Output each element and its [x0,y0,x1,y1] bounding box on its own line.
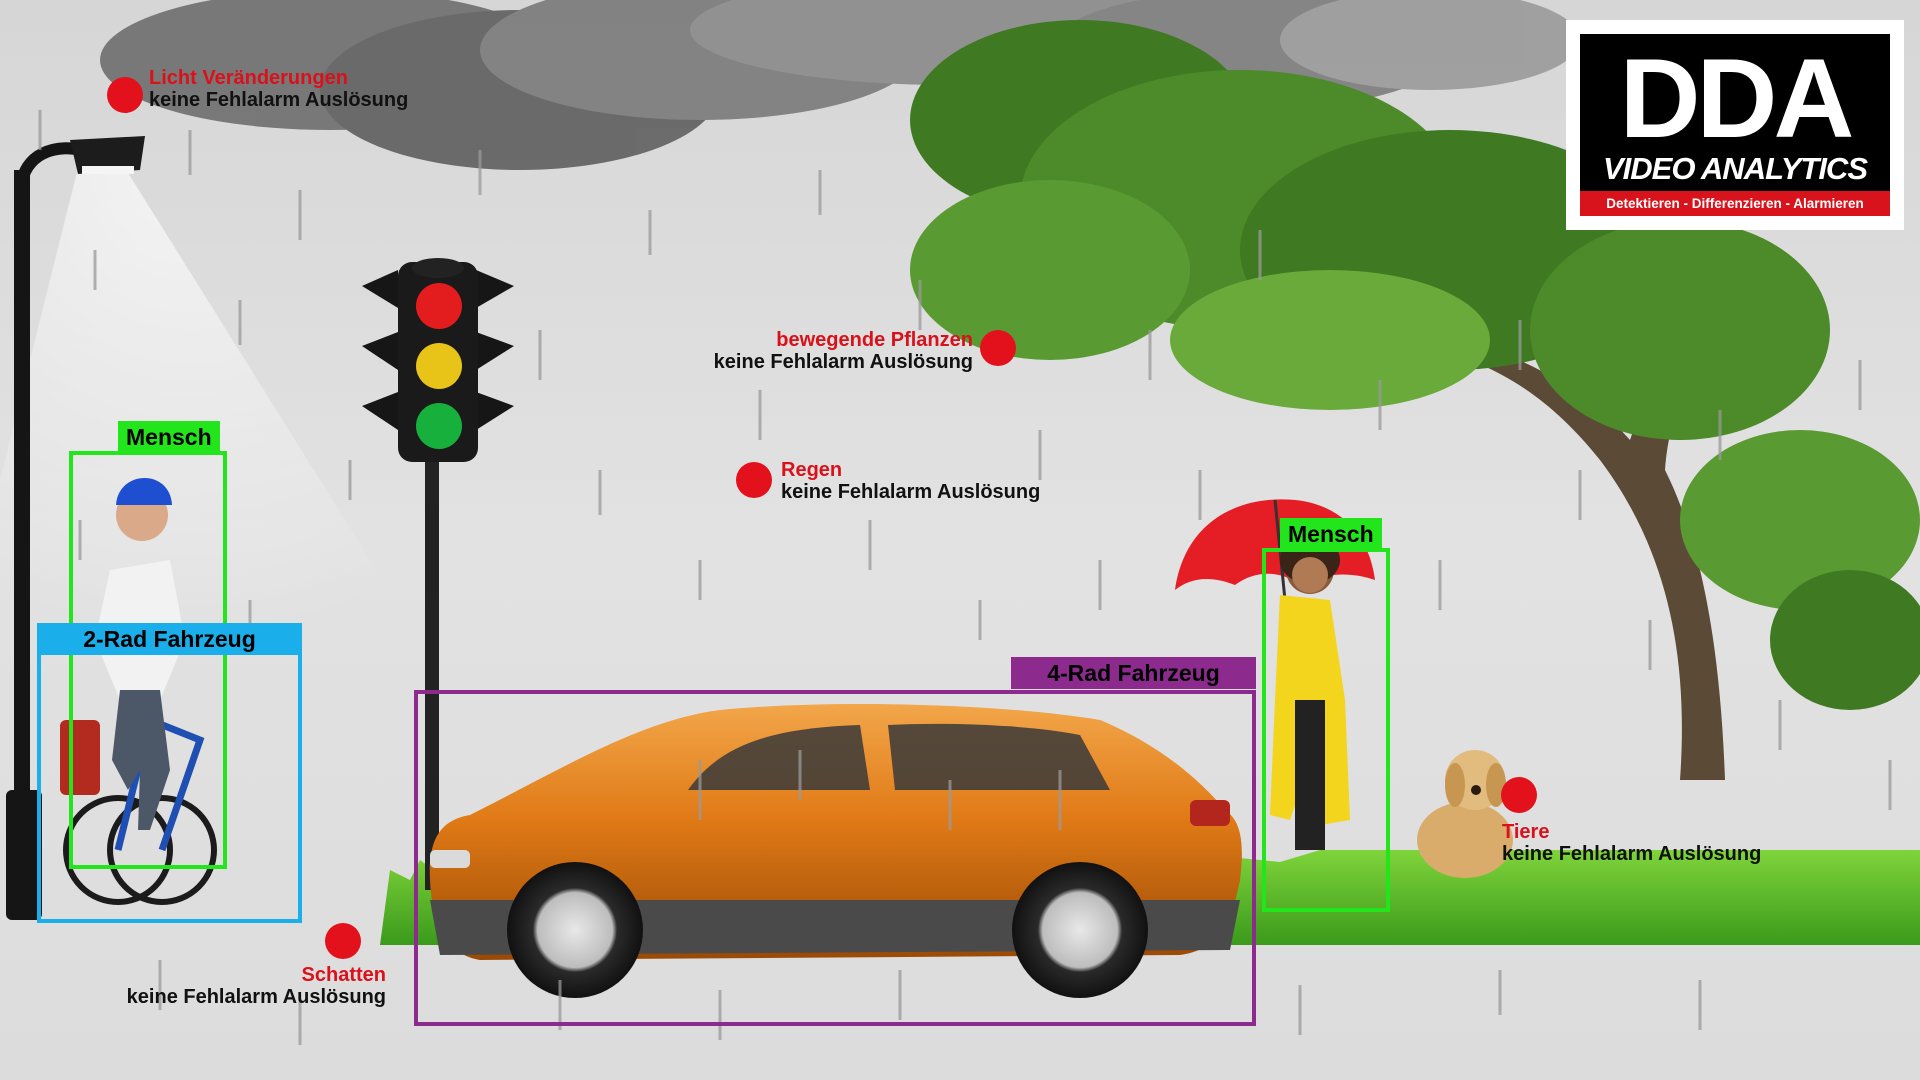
shadow-note-title: Schatten [301,964,386,986]
rain-dot [736,462,772,498]
animals-dot [1501,777,1537,813]
person-cyclist-box [69,451,227,869]
person-cyclist-label: Mensch [118,421,220,453]
logo-main-text: DDA [1619,36,1855,161]
plants-note-title: bewegende Pflanzen [776,329,973,351]
shadow-note: Schatten keine Fehlalarm Auslösung [80,964,386,1008]
tree-icon [910,20,1920,780]
woman-umbrella-icon [1175,499,1375,850]
two-wheel-box [37,647,302,923]
rain-note-title: Regen [781,459,843,481]
animals-note-text: keine Fehlalarm Auslösung [1502,843,1762,865]
animals-note: Tiere keine Fehlalarm Auslösung [1502,821,1761,865]
light-note-title: Licht Veränderungen [149,67,348,89]
rain [38,110,1892,1045]
rain-note-text: keine Fehlalarm Auslösung [781,481,1041,503]
plants-dot [980,330,1016,366]
logo-sub-text: VIDEO ANALYTICS [1602,151,1868,186]
logo-panel: DDA VIDEO ANALYTICS Detektieren - Differ… [1580,34,1890,216]
plants-note: bewegende Pflanzen keine Fehlalarm Auslö… [660,329,973,373]
logo-tagline: Detektieren - Differenzieren - Alarmiere… [1580,191,1890,216]
shadow-dot [325,923,361,959]
car-icon [429,704,1242,998]
street-lamp-icon [6,136,145,920]
traffic-light-icon [362,258,514,890]
animals-note-title: Tiere [1502,821,1550,843]
rain-note: Regen keine Fehlalarm Auslösung [781,459,1040,503]
two-wheel-label: 2-Rad Fahrzeug [37,623,302,655]
person-woman-label: Mensch [1280,518,1382,550]
four-wheel-label: 4-Rad Fahrzeug [1011,657,1256,689]
light-note-text: keine Fehlalarm Auslösung [149,89,409,111]
four-wheel-box [414,690,1256,1026]
dda-logo: DDA VIDEO ANALYTICS Detektieren - Differ… [1566,20,1904,230]
shadow-note-text: keine Fehlalarm Auslösung [126,986,386,1008]
light-note: Licht Veränderungen keine Fehlalarm Ausl… [149,67,408,111]
person-woman-box [1262,548,1390,912]
rain-cloud-icon [100,0,1580,170]
dog-icon [1417,750,1513,878]
plants-note-text: keine Fehlalarm Auslösung [713,351,973,373]
light-dot [107,77,143,113]
